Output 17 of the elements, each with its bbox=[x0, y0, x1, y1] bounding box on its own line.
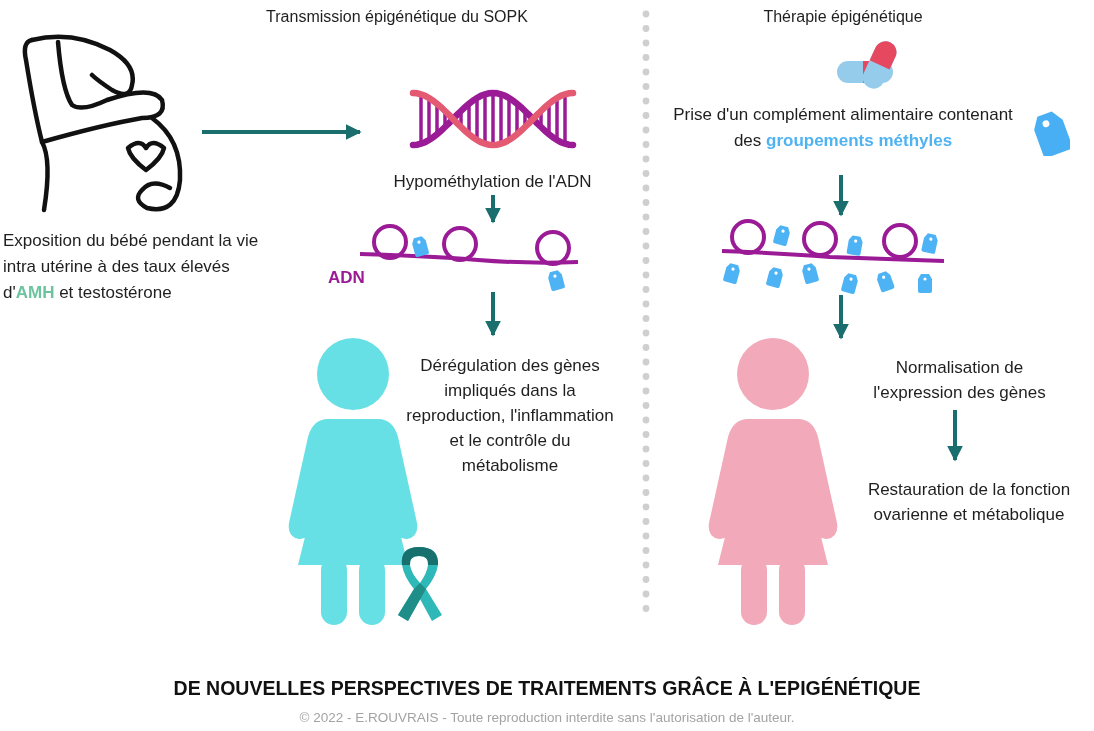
arrow bbox=[202, 124, 362, 140]
arrow bbox=[485, 195, 501, 224]
step-text: Prise d'un complément alimentaire contenant des groupements méthyles bbox=[673, 104, 1013, 152]
arrow bbox=[833, 175, 849, 217]
section-heading: Thérapie épigénétique bbox=[762, 7, 924, 27]
dna-label: ADN bbox=[328, 268, 365, 288]
arrow bbox=[485, 292, 501, 337]
copyright-caption: © 2022 - E.ROUVRAIS - Toute reproduction interdite sans l'autorisation de l'auteur. bbox=[298, 709, 796, 727]
description-text: Exposition du bébé pendant la vie intra utérine à des taux élevés d'AMH et testostérone bbox=[3, 230, 260, 304]
title: DE NOUVELLES PERSPECTIVES DE TRAITEMENTS GRÂCE À L'EPIGÉNÉTIQUE bbox=[172, 675, 922, 701]
section-heading: Transmission épigénétique du SOPK bbox=[265, 7, 529, 27]
arrow bbox=[833, 295, 849, 340]
step-text: Dérégulation des gènes impliqués dans la reproduction, l'inflammation et le contrôle du métabolisme bbox=[400, 335, 620, 510]
step-text: Hypométhylation de l'ADN bbox=[393, 171, 592, 193]
step-text: Normalisation de l'expression des gènes bbox=[852, 338, 1067, 410]
arrow bbox=[947, 410, 963, 462]
step-text: Restauration de la fonction ovarienne et métabolique bbox=[840, 460, 1094, 532]
